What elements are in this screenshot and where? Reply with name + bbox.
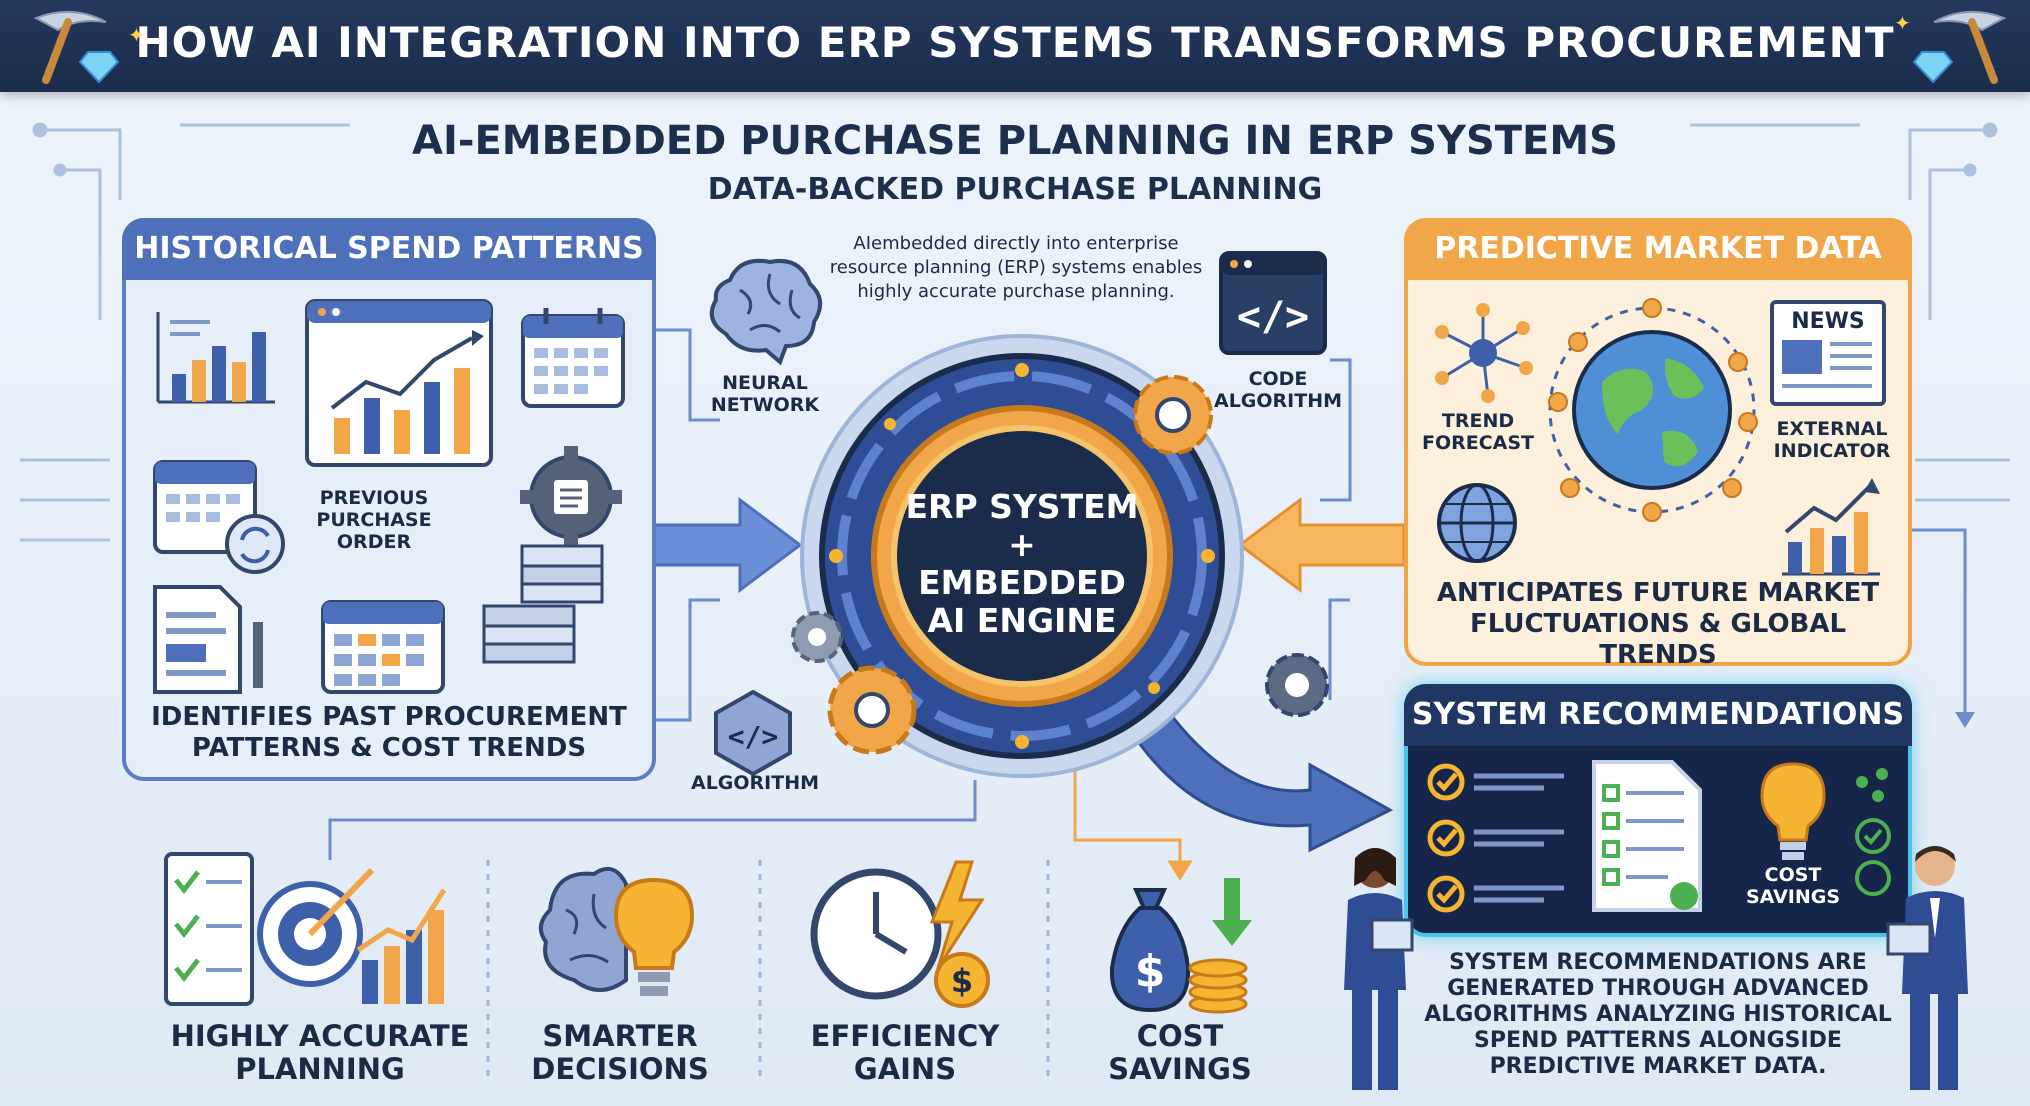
businesswoman-figure xyxy=(1344,848,1414,1090)
svg-text:</>: </> xyxy=(728,720,779,753)
brain-lightbulb-icon xyxy=(538,866,695,996)
report-document-icon xyxy=(1592,760,1702,912)
rising-chart-icon xyxy=(1782,478,1880,576)
check-coin-icons xyxy=(1855,768,1891,896)
benefit-accurate-planning: HIGHLY ACCURATE PLANNING xyxy=(170,1019,470,1086)
benefit-efficiency-gains: EFFICIENCY GAINS xyxy=(810,1019,1000,1086)
money-bag-icon: $ xyxy=(1109,878,1252,1014)
neural-network-label: NEURAL NETWORK xyxy=(710,372,820,416)
pickaxe-gem-icon-left: ✦ xyxy=(33,10,145,84)
page-title: HOW AI INTEGRATION INTO ERP SYSTEMS TRAN… xyxy=(135,18,1895,67)
benefit-cost-savings: COST SAVINGS xyxy=(1108,1019,1252,1086)
globe-icon xyxy=(1548,298,1758,522)
system-recommendations-title: SYSTEM RECOMMENDATIONS xyxy=(1404,684,1912,746)
erp-core-ring xyxy=(800,334,1244,778)
header-banner: HOW AI INTEGRATION INTO ERP SYSTEMS TRAN… xyxy=(0,0,2030,92)
trend-network-icon xyxy=(1435,303,1533,403)
erp-core-label: ERP SYSTEM + EMBEDDED AI ENGINE xyxy=(905,487,1139,640)
checklist-icon xyxy=(1427,763,1564,913)
cost-savings-tag: COST SAVINGS xyxy=(1745,864,1841,908)
brain-icon xyxy=(709,258,822,366)
newspaper-icon: NEWS xyxy=(1770,300,1886,406)
main-heading: AI-EMBEDDED PURCHASE PLANNING IN ERP SYS… xyxy=(412,118,1618,164)
historical-spend-title: HISTORICAL SPEND PATTERNS xyxy=(122,218,656,280)
external-indicator-label: EXTERNAL INDICATOR xyxy=(1773,418,1891,462)
svg-text:$: $ xyxy=(1135,946,1166,997)
clock-icon: $ xyxy=(810,860,990,1008)
calendar-icon xyxy=(521,308,625,408)
historical-spend-panel: HISTORICAL SPEND PATTERNS xyxy=(122,218,656,781)
gear-icon-small xyxy=(827,665,917,755)
predictive-market-summary: ANTICIPATES FUTURE MARKET FLUCTUATIONS &… xyxy=(1436,578,1880,670)
gear-icon xyxy=(1133,375,1213,455)
gear-document-icon xyxy=(520,446,622,548)
system-recommendations-panel: SYSTEM RECOMMENDATIONS COST SAVINGS xyxy=(1404,684,1912,937)
calendar-grid-icon xyxy=(321,600,445,694)
cash-stack-icon xyxy=(482,544,604,664)
code-algorithm-label: CODE ALGORITHM xyxy=(1213,368,1343,412)
target-icon xyxy=(164,852,447,1006)
predictive-market-panel: PREDICTIVE MARKET DATA TREND FORECAST NE… xyxy=(1404,218,1912,670)
svg-text:✦: ✦ xyxy=(1894,11,1911,35)
svg-text:✦: ✦ xyxy=(128,23,145,47)
pickaxe-gem-icon-right: ✦ xyxy=(1894,10,2007,84)
lightbulb-icon xyxy=(1760,762,1826,860)
code-window-icon: </> xyxy=(1219,251,1327,355)
trend-forecast-label: TREND FORECAST xyxy=(1421,410,1535,454)
algorithm-label: ALGORITHM xyxy=(690,772,820,794)
system-recommendations-description: SYSTEM RECOMMENDATIONS ARE GENERATED THR… xyxy=(1424,950,1892,1079)
intro-text: AIembedded directly into enterprise reso… xyxy=(829,233,1203,302)
bar-chart-icon xyxy=(156,312,275,404)
analytics-chart-icon xyxy=(305,299,493,467)
gear-icon-grey xyxy=(791,611,843,663)
gear-icon-right xyxy=(1265,653,1329,717)
sub-heading: DATA-BACKED PURCHASE PLANNING xyxy=(707,172,1323,207)
document-pen-icon xyxy=(153,585,263,694)
predictive-market-title: PREDICTIVE MARKET DATA xyxy=(1404,218,1912,280)
historical-spend-summary: IDENTIFIES PAST PROCUREMENT PATTERNS & C… xyxy=(151,702,627,763)
benefit-smarter-decisions: SMARTER DECISIONS xyxy=(531,1019,709,1086)
svg-text:</>: </> xyxy=(1237,294,1309,340)
previous-purchase-order-label: PREVIOUS PURCHASE ORDER xyxy=(316,487,432,553)
businessman-figure xyxy=(1886,846,1968,1090)
svg-text:NEWS: NEWS xyxy=(1791,309,1865,334)
calendar-refresh-icon xyxy=(153,460,285,574)
algorithm-icon: </> xyxy=(714,689,792,777)
small-globe-icon xyxy=(1437,483,1517,563)
svg-text:$: $ xyxy=(951,962,973,1000)
